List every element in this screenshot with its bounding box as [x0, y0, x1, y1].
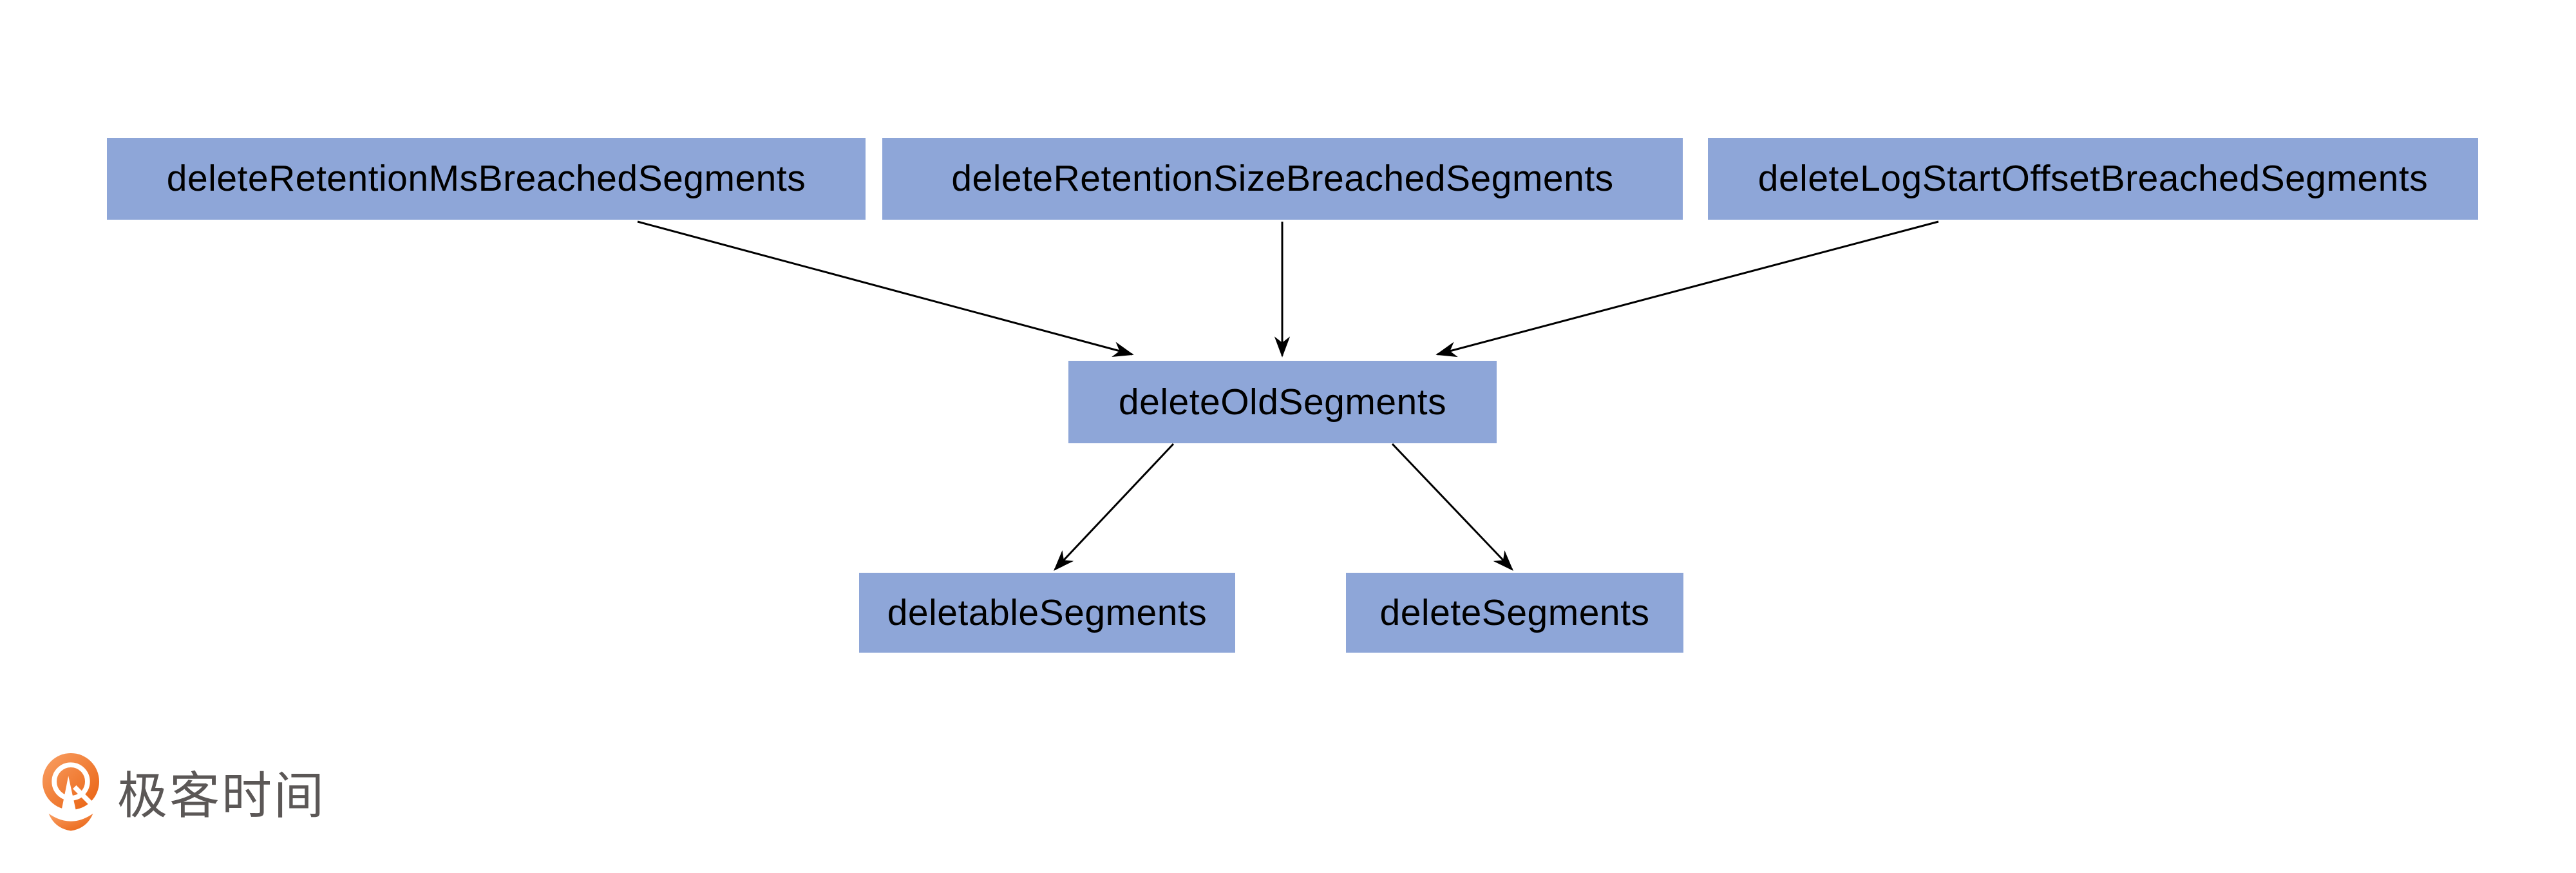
- geektime-logo-icon: [42, 753, 100, 831]
- node-n4: deleteOldSegments: [1068, 361, 1497, 443]
- edge-n1-n4: [637, 220, 1134, 358]
- edge-n4-n5: [1054, 443, 1175, 571]
- node-n6: deleteSegments: [1346, 573, 1683, 653]
- node-n1: deleteRetentionMsBreachedSegments: [107, 138, 866, 220]
- geektime-logo: 极客时间: [40, 753, 326, 839]
- edge-n3-n4: [1435, 220, 1939, 358]
- geektime-logo-text: 极客时间: [117, 767, 327, 824]
- node-n3: deleteLogStartOffsetBreachedSegments: [1708, 138, 2478, 220]
- node-n5: deletableSegments: [859, 573, 1235, 653]
- edge-n4-n6: [1391, 443, 1513, 571]
- node-n2: deleteRetentionSizeBreachedSegments: [882, 138, 1683, 220]
